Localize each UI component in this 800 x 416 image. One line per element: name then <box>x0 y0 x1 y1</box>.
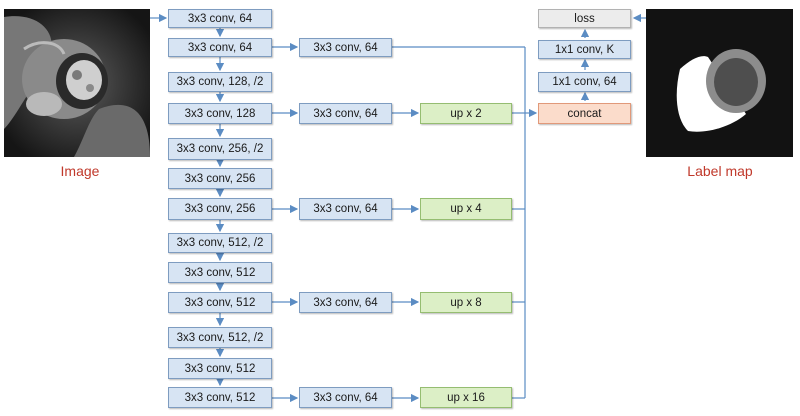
encoder-conv-10: 3x3 conv, 512 <box>168 292 272 313</box>
branch-conv-5: 3x3 conv, 64 <box>299 387 392 408</box>
encoder-conv-6: 3x3 conv, 256 <box>168 168 272 189</box>
encoder-conv-12: 3x3 conv, 512 <box>168 358 272 379</box>
mri-scan-illustration <box>4 9 150 157</box>
encoder-conv-11: 3x3 conv, 512, /2 <box>168 327 272 348</box>
label-map-illustration <box>646 9 793 157</box>
encoder-conv-5: 3x3 conv, 256, /2 <box>168 138 272 160</box>
encoder-conv-13: 3x3 conv, 512 <box>168 387 272 408</box>
label-map-image <box>646 9 793 157</box>
encoder-conv-1: 3x3 conv, 64 <box>168 9 272 28</box>
branch-conv-4: 3x3 conv, 64 <box>299 292 392 313</box>
branch-conv-3: 3x3 conv, 64 <box>299 198 392 220</box>
encoder-conv-3: 3x3 conv, 128, /2 <box>168 72 272 92</box>
head-conv-1x1-k: 1x1 conv, K <box>538 40 631 59</box>
upsample-x16: up x 16 <box>420 387 512 408</box>
encoder-conv-8: 3x3 conv, 512, /2 <box>168 233 272 253</box>
loss-block: loss <box>538 9 631 28</box>
encoder-conv-2: 3x3 conv, 64 <box>168 38 272 57</box>
head-conv-1x1-64: 1x1 conv, 64 <box>538 72 631 92</box>
upsample-x8: up x 8 <box>420 292 512 313</box>
encoder-conv-4: 3x3 conv, 128 <box>168 103 272 124</box>
encoder-conv-7: 3x3 conv, 256 <box>168 198 272 220</box>
label-map-caption: Label map <box>687 163 753 179</box>
branch-conv-1: 3x3 conv, 64 <box>299 38 392 57</box>
input-mri-image <box>4 9 150 157</box>
upsample-x2: up x 2 <box>420 103 512 124</box>
upsample-x4: up x 4 <box>420 198 512 220</box>
image-caption: Image <box>60 163 100 179</box>
encoder-conv-9: 3x3 conv, 512 <box>168 262 272 283</box>
branch-conv-2: 3x3 conv, 64 <box>299 103 392 124</box>
concat-block: concat <box>538 103 631 124</box>
